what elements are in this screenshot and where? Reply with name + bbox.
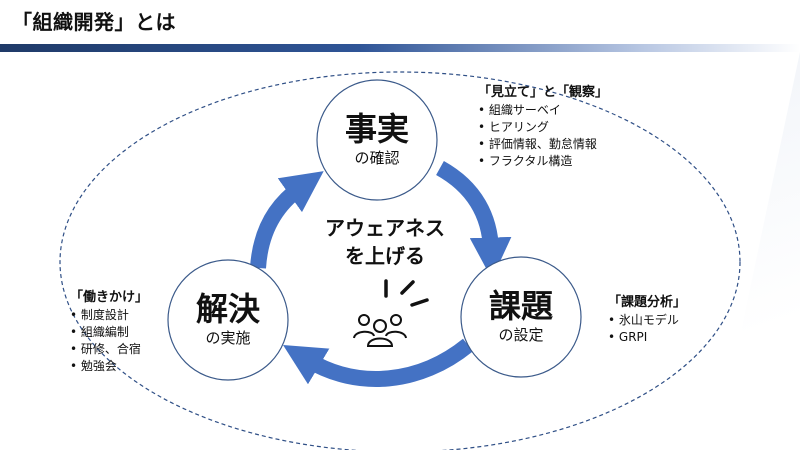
- arrow-solution-to-fact: [250, 171, 324, 269]
- label-solution: 解決 の実施: [168, 290, 288, 348]
- center-line-2: を上げる: [345, 244, 425, 268]
- label-issue: 課題 の設定: [461, 287, 581, 345]
- list-item: 評価情報、勤怠情報: [478, 136, 608, 153]
- circle-solution: [167, 259, 289, 381]
- list-item: 勉強会: [70, 358, 148, 375]
- note-observe-heading: 「見立て」と「観察」: [478, 85, 609, 100]
- note-analysis: 「課題分析」 氷山モデル GRPI: [608, 294, 686, 346]
- title-underline-bar: [0, 44, 800, 52]
- note-analysis-heading: 「課題分析」: [608, 295, 687, 310]
- list-item: 氷山モデル: [608, 312, 686, 329]
- page-title: 「組織開発」とは: [12, 10, 176, 34]
- list-item: 組織サーベイ: [478, 102, 608, 119]
- list-item: 組織編制: [70, 324, 148, 341]
- fact-sub: の確認: [354, 149, 400, 167]
- list-item: ヒアリング: [478, 119, 608, 136]
- note-observe: 「見立て」と「観察」 組織サーベイ ヒアリング 評価情報、勤怠情報 フラクタル構…: [478, 84, 608, 170]
- note-action-heading: 「働きかけ」: [70, 290, 149, 305]
- label-fact: 事実 の確認: [317, 110, 437, 168]
- circle-issue: [460, 256, 582, 378]
- fact-main: 事実: [344, 110, 409, 148]
- issue-sub: の設定: [498, 326, 544, 344]
- scope-ellipse: [59, 71, 741, 450]
- list-item: GRPI: [608, 329, 686, 346]
- list-item: 制度設計: [70, 307, 148, 324]
- circle-fact: [316, 79, 438, 201]
- sparkle-lines-icon: [384, 279, 429, 307]
- center-line-1: アウェアネス: [325, 216, 445, 240]
- solution-sub: の実施: [205, 329, 251, 347]
- arrow-fact-to-issue: [435, 161, 512, 280]
- center-message: アウェアネス を上げる: [310, 214, 460, 270]
- list-item: フラクタル構造: [478, 153, 608, 170]
- issue-main: 課題: [488, 287, 553, 325]
- note-action: 「働きかけ」 制度設計 組織編制 研修、合宿 勉強会: [70, 289, 148, 375]
- people-group-icon: [353, 314, 407, 347]
- arrow-issue-to-solution: [283, 338, 474, 387]
- solution-main: 解決: [195, 290, 260, 328]
- list-item: 研修、合宿: [70, 341, 148, 358]
